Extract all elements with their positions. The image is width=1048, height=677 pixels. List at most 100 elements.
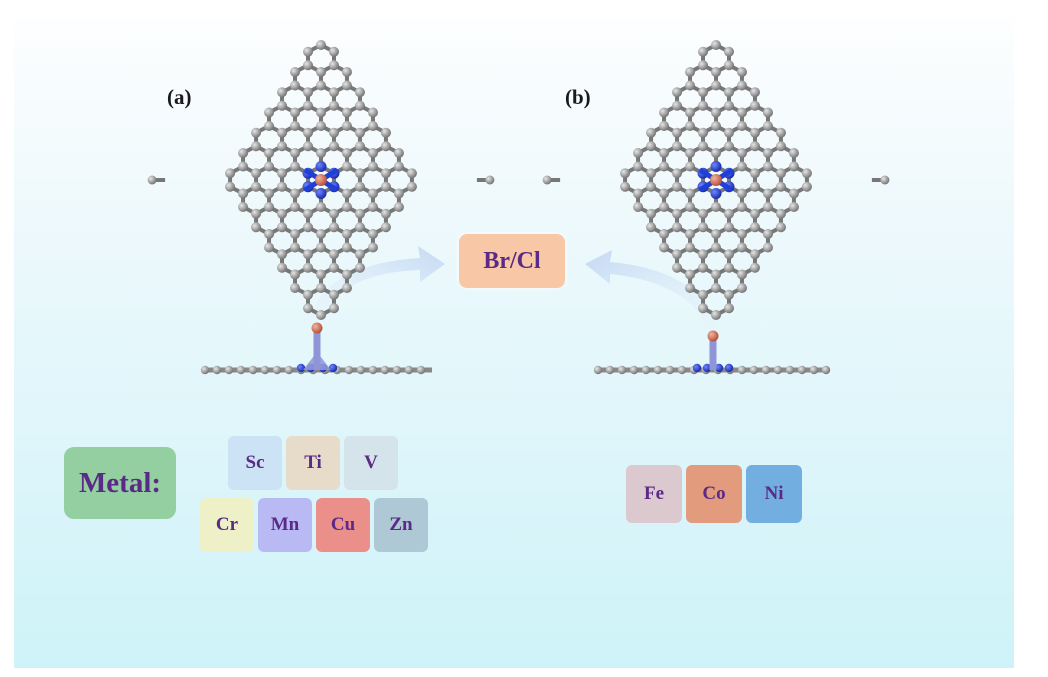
- carbon-atom: [344, 365, 354, 375]
- carbon-atom: [251, 168, 262, 179]
- carbon-atom: [485, 175, 495, 185]
- carbon-atom: [685, 229, 696, 239]
- carbon-atom: [380, 222, 391, 233]
- carbon-atom: [653, 365, 663, 375]
- carbon-atom: [698, 60, 709, 71]
- halogen-atom: [311, 322, 323, 334]
- carbon-atom: [277, 100, 288, 111]
- carbon-atom: [809, 365, 819, 375]
- nitrogen-atom: [315, 161, 327, 172]
- metal-label: Metal:: [64, 447, 176, 519]
- carbon-atom: [341, 202, 352, 212]
- carbon-atom: [711, 242, 721, 253]
- carbon-atom: [737, 365, 747, 375]
- carbon-atom: [264, 161, 275, 172]
- halogen-label-box: Br/Cl: [459, 234, 565, 288]
- carbon-atom: [303, 262, 314, 273]
- carbon-atom: [711, 107, 721, 118]
- carbon-atom: [711, 269, 721, 280]
- carbon-atom: [341, 67, 352, 77]
- carbon-atom: [404, 365, 414, 375]
- carbon-atom: [238, 148, 249, 158]
- metal-tile-a-zn: Zn: [374, 498, 428, 552]
- carbon-atom: [328, 141, 339, 152]
- carbon-atom: [303, 141, 314, 152]
- carbon-atom: [723, 100, 734, 111]
- carbon-atom: [290, 121, 301, 131]
- carbon-atom: [328, 303, 339, 314]
- carbon-atom: [659, 121, 670, 131]
- carbon-atom: [685, 107, 696, 118]
- carbon-atom: [685, 202, 696, 212]
- carbon-atom: [303, 249, 314, 260]
- carbon-atom: [380, 141, 391, 152]
- carbon-atom: [354, 100, 365, 111]
- carbon-atom: [277, 141, 288, 152]
- carbon-atom: [393, 148, 404, 158]
- carbon-atom: [354, 168, 365, 179]
- carbon-atom: [672, 168, 683, 179]
- carbon-atom: [290, 269, 301, 280]
- carbon-atom: [736, 148, 747, 158]
- carbon-atom: [788, 188, 799, 199]
- carbon-atom: [775, 168, 786, 179]
- carbon-atom: [328, 46, 339, 57]
- carbon-atom: [711, 121, 721, 131]
- carbon-atom: [251, 127, 262, 138]
- metal-tile-a-sc: Sc: [228, 436, 282, 490]
- carbon-atom: [665, 365, 675, 375]
- carbon-atom: [264, 121, 275, 131]
- carbon-atom: [380, 168, 391, 179]
- carbon-atom: [749, 87, 760, 98]
- metal-atom: [315, 174, 327, 186]
- carbon-atom: [646, 168, 657, 179]
- carbon-atom: [672, 100, 683, 111]
- carbon-atom: [736, 188, 747, 199]
- carbon-atom: [775, 181, 786, 192]
- nitrogen-atom: [714, 363, 724, 373]
- carbon-atom: [277, 222, 288, 233]
- carbon-atom: [416, 365, 426, 375]
- nitrogen-atom: [296, 363, 306, 373]
- carbon-atom: [723, 249, 734, 260]
- carbon-atom: [290, 202, 301, 212]
- carbon-atom: [316, 229, 326, 239]
- carbon-atom: [762, 107, 773, 118]
- carbon-atom: [354, 208, 365, 219]
- carbon-atom: [264, 148, 275, 158]
- carbon-atom: [328, 208, 339, 219]
- carbon-atom: [341, 80, 352, 91]
- carbon-atom: [711, 229, 721, 239]
- carbon-atom: [290, 283, 301, 293]
- carbon-atom: [736, 121, 747, 131]
- carbon-atom: [147, 175, 157, 185]
- carbon-atom: [762, 148, 773, 158]
- carbon-atom: [290, 67, 301, 77]
- carbon-atom: [685, 80, 696, 91]
- carbon-atom: [251, 222, 262, 233]
- carbon-atom: [316, 310, 326, 320]
- carbon-atom: [238, 202, 249, 212]
- carbon-atom: [723, 303, 734, 314]
- molecule-side-view-b: [593, 330, 831, 375]
- carbon-atom: [698, 127, 709, 138]
- carbon-atom: [698, 222, 709, 233]
- carbon-atom: [723, 222, 734, 233]
- carbon-atom: [303, 303, 314, 314]
- carbon-atom: [762, 121, 773, 131]
- carbon-atom: [393, 202, 404, 212]
- carbon-atom: [354, 249, 365, 260]
- carbon-atom: [277, 262, 288, 273]
- carbon-atom: [633, 188, 644, 199]
- molecule-top-view-a: [147, 40, 495, 320]
- carbon-atom: [762, 161, 773, 172]
- carbon-atom: [723, 262, 734, 273]
- metal-tile-a-mn: Mn: [258, 498, 312, 552]
- nitrogen-atom: [710, 161, 722, 172]
- carbon-atom: [367, 229, 378, 239]
- carbon-atom: [605, 365, 615, 375]
- carbon-atom: [620, 181, 631, 192]
- arrow-right: [585, 250, 718, 332]
- carbon-atom: [328, 127, 339, 138]
